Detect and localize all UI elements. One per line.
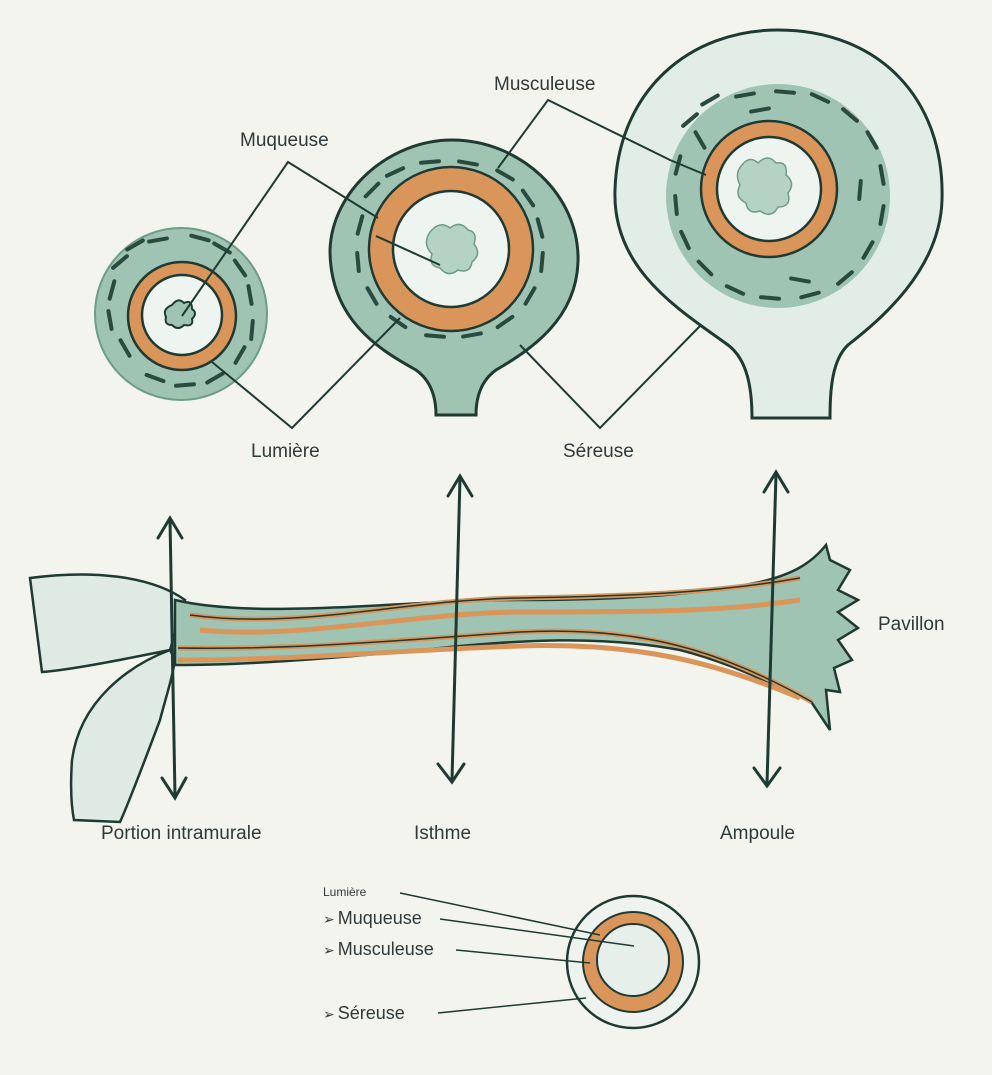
- label-serosa: Séreuse: [563, 441, 634, 462]
- legend-lumen: Lumière: [323, 885, 367, 899]
- arrow-bullet-icon: ➢: [323, 1006, 335, 1022]
- cross-section-isthmus: [328, 138, 580, 417]
- label-intramural: Portion intramurale: [101, 823, 262, 844]
- arrow-bullet-icon: ➢: [323, 911, 335, 927]
- label-pavilion: Pavillon: [878, 614, 945, 635]
- tube-longitudinal: [28, 542, 861, 824]
- cross-section-ampulla: [613, 28, 944, 420]
- label-muscularis: Musculeuse: [494, 74, 596, 95]
- legend-serosa-row: ➢Séreuse: [323, 1003, 405, 1024]
- arrow-bullet-icon: ➢: [323, 942, 335, 958]
- label-mucosa: Muqueuse: [240, 130, 329, 151]
- legend-muscularis-row: ➢Musculeuse: [323, 939, 434, 960]
- double-arrows: [156, 469, 790, 801]
- cross-section-intramural: [94, 227, 268, 401]
- label-lumen: Lumière: [251, 441, 320, 462]
- label-ampulla: Ampoule: [720, 823, 795, 844]
- legend-mucosa: Muqueuse: [337, 908, 422, 928]
- legend-schematic: [399, 892, 701, 1030]
- leader-lines: [181, 98, 707, 430]
- label-isthmus: Isthme: [414, 823, 472, 844]
- legend-mucosa-row: ➢Muqueuse: [323, 908, 422, 929]
- legend-muscularis: Musculeuse: [337, 939, 434, 959]
- legend-serosa: Séreuse: [337, 1003, 405, 1023]
